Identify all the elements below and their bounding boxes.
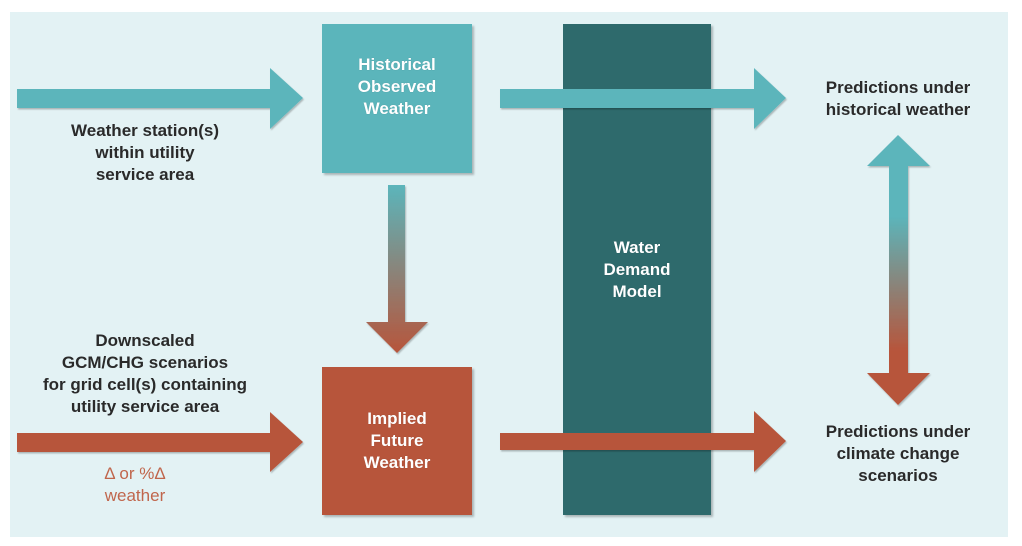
water-demand-model-label: Water Demand Model	[603, 237, 671, 301]
implied-future-weather-box: Implied Future Weather	[322, 367, 472, 515]
arrow-stations-to-historical	[17, 68, 303, 129]
predictions-climate-label: Predictions under climate change scenari…	[825, 422, 971, 485]
arrow-gcm-to-future	[17, 412, 303, 472]
historical-observed-weather-label: Historical Observed Weather	[357, 54, 437, 118]
arrow-historical-to-predictions	[500, 68, 786, 129]
predictions-historical-label: Predictions under historical weather	[825, 78, 971, 119]
historical-observed-weather-box: Historical Observed Weather	[322, 24, 472, 173]
weather-stations-label: Weather station(s) within utility servic…	[71, 121, 219, 184]
arrow-historical-to-future	[366, 185, 428, 353]
implied-future-weather-label: Implied Future Weather	[363, 409, 431, 472]
arrow-compare-predictions	[867, 135, 930, 405]
delta-weather-label: Δ or %Δ weather	[104, 464, 166, 505]
gcm-scenarios-label: Downscaled GCM/CHG scenarios for grid ce…	[42, 331, 247, 416]
arrow-future-to-climate-predictions	[500, 411, 786, 472]
